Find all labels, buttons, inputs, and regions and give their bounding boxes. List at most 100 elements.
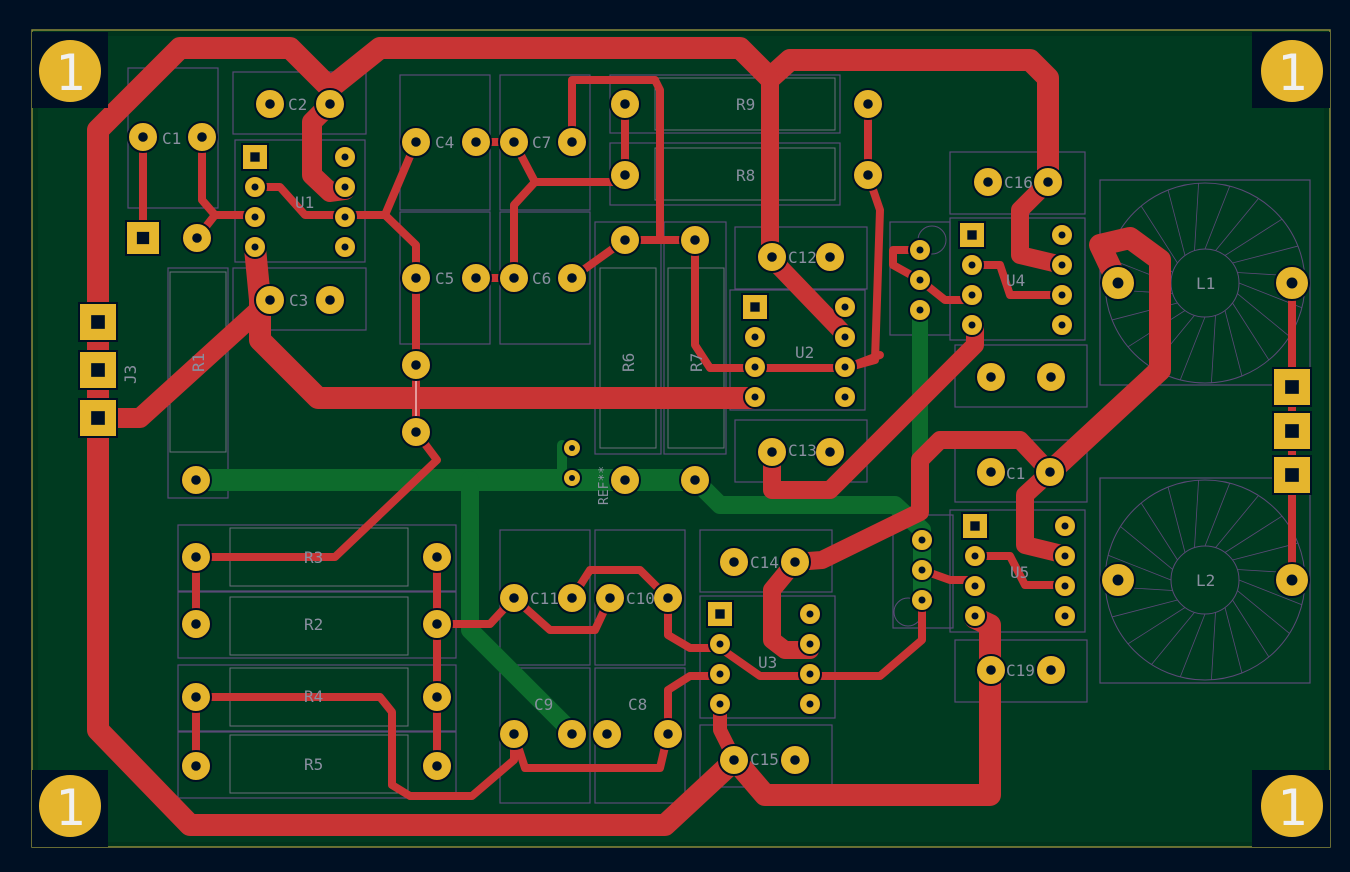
- through-hole-pad[interactable]: [400, 126, 432, 158]
- u2-pin[interactable]: [833, 295, 857, 319]
- u3-pin[interactable]: [708, 632, 732, 656]
- c1-square-pad[interactable]: [125, 220, 161, 256]
- j3-pin1[interactable]: [78, 302, 118, 342]
- through-hole-pad[interactable]: [498, 262, 530, 294]
- through-hole-pad[interactable]: [779, 546, 811, 578]
- through-hole-pad[interactable]: [180, 541, 212, 573]
- through-hole-pad[interactable]: [609, 224, 641, 256]
- through-hole-pad[interactable]: [1100, 562, 1136, 598]
- through-hole-pad[interactable]: [679, 464, 711, 496]
- through-hole-pad[interactable]: [852, 88, 884, 120]
- through-hole-pad[interactable]: [652, 718, 684, 750]
- u1-pin1[interactable]: [241, 143, 269, 171]
- through-hole-pad[interactable]: [718, 744, 750, 776]
- u3-pin[interactable]: [798, 692, 822, 716]
- through-hole-pad[interactable]: [591, 718, 623, 750]
- u3-pin[interactable]: [708, 692, 732, 716]
- through-hole-pad[interactable]: [180, 464, 212, 496]
- through-hole-pad[interactable]: [718, 546, 750, 578]
- u4-pin[interactable]: [1050, 283, 1074, 307]
- through-hole-pad[interactable]: [1035, 654, 1067, 686]
- through-hole-pad[interactable]: [779, 744, 811, 776]
- through-hole-pad[interactable]: [679, 224, 711, 256]
- through-hole-pad[interactable]: [556, 262, 588, 294]
- u2-pin[interactable]: [743, 385, 767, 409]
- u1-pin[interactable]: [243, 175, 267, 199]
- through-hole-pad[interactable]: [609, 88, 641, 120]
- through-hole-pad[interactable]: [421, 750, 453, 782]
- u1-pin[interactable]: [333, 145, 357, 169]
- u2-pin[interactable]: [743, 355, 767, 379]
- through-hole-pad[interactable]: [254, 88, 286, 120]
- via[interactable]: [908, 238, 932, 262]
- j3-pin2[interactable]: [78, 350, 118, 390]
- through-hole-pad[interactable]: [609, 464, 641, 496]
- through-hole-pad[interactable]: [127, 121, 159, 153]
- via[interactable]: [908, 268, 932, 292]
- u4-pin[interactable]: [960, 283, 984, 307]
- u2-pin[interactable]: [833, 385, 857, 409]
- through-hole-pad[interactable]: [756, 436, 788, 468]
- through-hole-pad[interactable]: [609, 159, 641, 191]
- via[interactable]: [908, 298, 932, 322]
- j3-pin3[interactable]: [78, 398, 118, 438]
- through-hole-pad[interactable]: [421, 541, 453, 573]
- mounting-hole-bottom-left[interactable]: 1: [32, 770, 108, 847]
- through-hole-pad[interactable]: [756, 241, 788, 273]
- u4-pin[interactable]: [1050, 223, 1074, 247]
- u5-pin[interactable]: [963, 544, 987, 568]
- through-hole-pad[interactable]: [1274, 265, 1310, 301]
- through-hole-pad[interactable]: [814, 241, 846, 273]
- via[interactable]: [562, 468, 582, 488]
- u4-pin[interactable]: [1050, 253, 1074, 277]
- via[interactable]: [910, 558, 934, 582]
- through-hole-pad[interactable]: [1032, 166, 1064, 198]
- mounting-hole-top-right[interactable]: 1: [1252, 32, 1330, 108]
- through-hole-pad[interactable]: [975, 654, 1007, 686]
- through-hole-pad[interactable]: [975, 456, 1007, 488]
- u3-pin[interactable]: [708, 662, 732, 686]
- through-hole-pad[interactable]: [400, 262, 432, 294]
- through-hole-pad[interactable]: [556, 582, 588, 614]
- u1-pin[interactable]: [333, 175, 357, 199]
- through-hole-pad[interactable]: [181, 222, 213, 254]
- u3-pin[interactable]: [798, 632, 822, 656]
- through-hole-pad[interactable]: [421, 608, 453, 640]
- u2-pin1[interactable]: [741, 293, 769, 321]
- u4-pin[interactable]: [1050, 313, 1074, 337]
- u5-pin[interactable]: [1053, 574, 1077, 598]
- through-hole-pad[interactable]: [556, 126, 588, 158]
- u2-pin[interactable]: [833, 355, 857, 379]
- through-hole-pad[interactable]: [1035, 361, 1067, 393]
- through-hole-pad[interactable]: [254, 284, 286, 316]
- u2-pin[interactable]: [833, 325, 857, 349]
- u4-pin1[interactable]: [958, 221, 986, 249]
- through-hole-pad[interactable]: [460, 126, 492, 158]
- through-hole-pad[interactable]: [972, 166, 1004, 198]
- through-hole-pad[interactable]: [314, 284, 346, 316]
- connector-pin2[interactable]: [1272, 411, 1312, 451]
- u5-pin[interactable]: [963, 604, 987, 628]
- through-hole-pad[interactable]: [1100, 265, 1136, 301]
- u1-pin[interactable]: [333, 235, 357, 259]
- through-hole-pad[interactable]: [1034, 456, 1066, 488]
- through-hole-pad[interactable]: [498, 126, 530, 158]
- through-hole-pad[interactable]: [814, 436, 846, 468]
- via[interactable]: [910, 528, 934, 552]
- through-hole-pad[interactable]: [186, 121, 218, 153]
- u4-pin[interactable]: [960, 253, 984, 277]
- through-hole-pad[interactable]: [594, 582, 626, 614]
- mounting-hole-top-left[interactable]: 1: [32, 32, 108, 108]
- through-hole-pad[interactable]: [498, 718, 530, 750]
- through-hole-pad[interactable]: [314, 88, 346, 120]
- u4-pin[interactable]: [960, 313, 984, 337]
- via[interactable]: [562, 438, 582, 458]
- u1-pin[interactable]: [333, 205, 357, 229]
- through-hole-pad[interactable]: [498, 582, 530, 614]
- via[interactable]: [910, 588, 934, 612]
- u5-pin1[interactable]: [961, 512, 989, 540]
- through-hole-pad[interactable]: [180, 750, 212, 782]
- through-hole-pad[interactable]: [400, 416, 432, 448]
- u5-pin[interactable]: [963, 574, 987, 598]
- through-hole-pad[interactable]: [556, 718, 588, 750]
